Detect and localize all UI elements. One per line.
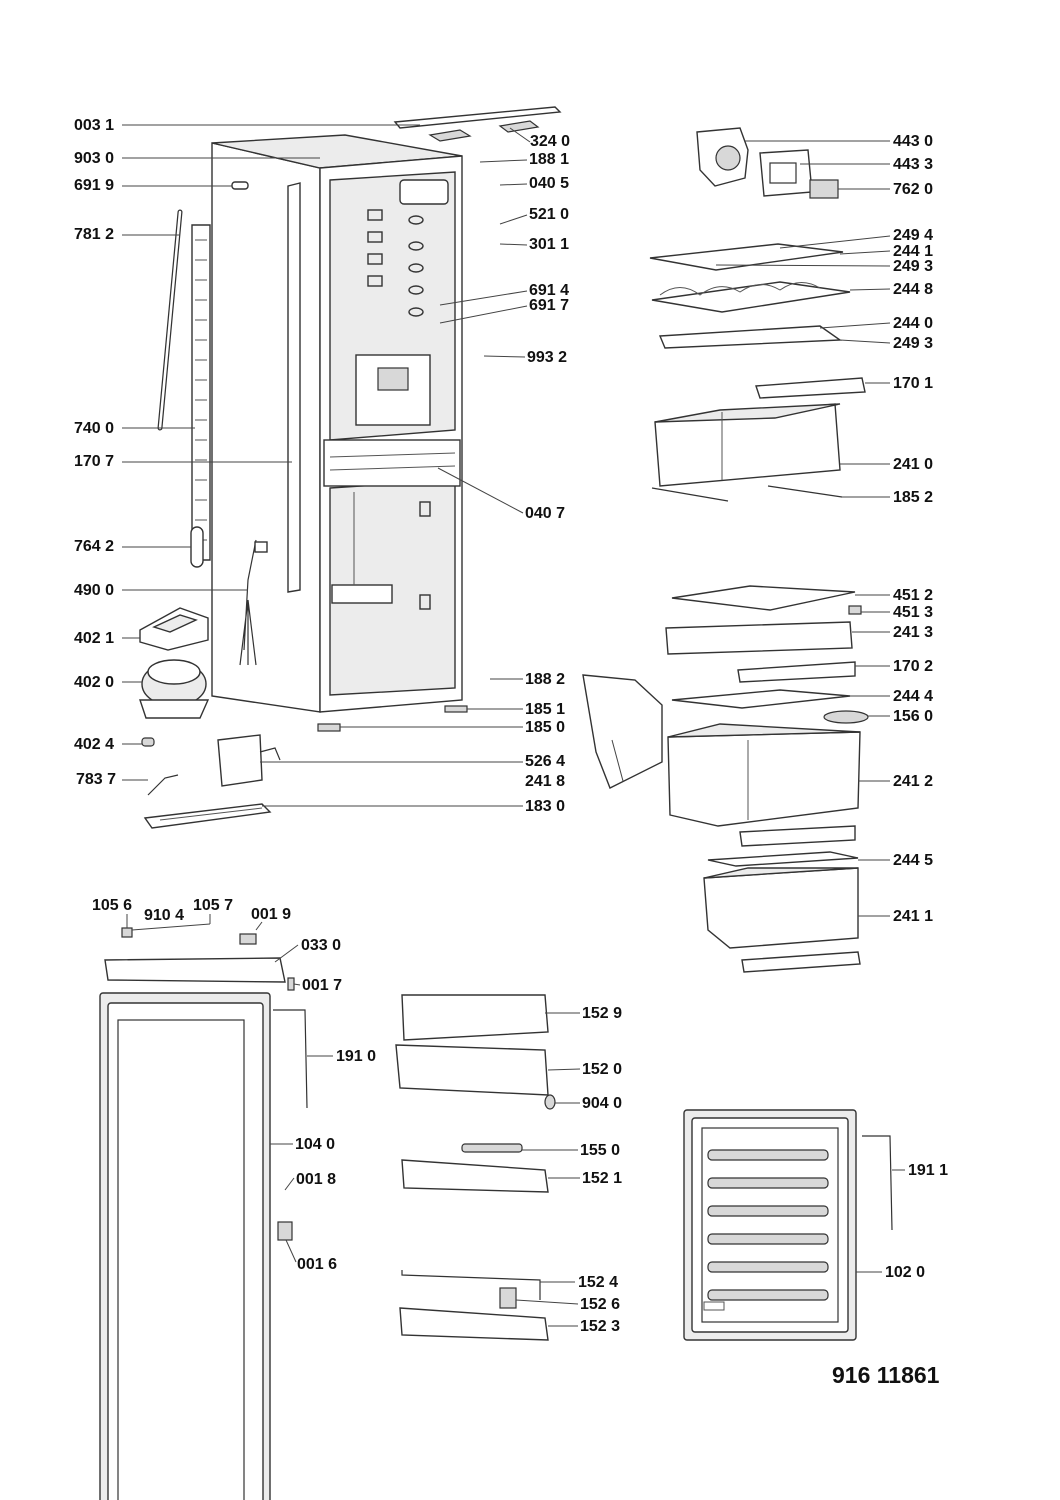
part-label-691-7: 691 7: [529, 297, 570, 314]
part-label-152-1: 152 1: [582, 1170, 623, 1187]
part-label-040-5: 040 5: [529, 175, 570, 192]
part-label-001-9: 001 9: [251, 906, 292, 923]
part-label-003-1: 003 1: [74, 117, 115, 134]
part-label-451-2: 451 2: [893, 587, 934, 604]
part-label-691-9: 691 9: [74, 177, 115, 194]
part-label-001-6: 001 6: [297, 1256, 338, 1273]
part-label-183-0: 183 0: [525, 798, 566, 815]
part-label-156-0: 156 0: [893, 708, 934, 725]
part-label-443-3: 443 3: [893, 156, 934, 173]
part-label-244-1: 244 1: [893, 243, 934, 260]
part-label-152-9: 152 9: [582, 1005, 623, 1022]
part-label-526-4: 526 4: [525, 753, 566, 770]
part-label-241-3: 241 3: [893, 624, 934, 641]
part-label-324-0: 324 0: [530, 133, 571, 150]
document-number: 916 11861: [832, 1362, 940, 1388]
part-label-105-7: 105 7: [193, 897, 234, 914]
part-label-904-0: 904 0: [582, 1095, 623, 1112]
part-label-170-1: 170 1: [893, 375, 934, 392]
part-label-244-8: 244 8: [893, 281, 934, 298]
part-label-185-2: 185 2: [893, 489, 934, 506]
part-label-402-1: 402 1: [74, 630, 115, 647]
part-label-903-0: 903 0: [74, 150, 115, 167]
part-label-152-4: 152 4: [578, 1274, 619, 1291]
part-label-241-0: 241 0: [893, 456, 934, 473]
part-label-249-4: 249 4: [893, 227, 934, 244]
part-label-241-8: 241 8: [525, 773, 566, 790]
part-label-105-6: 105 6: [92, 897, 133, 914]
part-label-443-0: 443 0: [893, 133, 934, 150]
part-label-451-3: 451 3: [893, 604, 934, 621]
part-label-402-4: 402 4: [74, 736, 115, 753]
cabinet-drawing: [211, 106, 562, 713]
part-label-244-0: 244 0: [893, 315, 934, 332]
part-label-249-3-b: 249 3: [893, 335, 934, 352]
door-left-drawing: [99, 927, 308, 1500]
part-label-244-5: 244 5: [893, 852, 934, 869]
part-label-783-7: 783 7: [76, 771, 117, 788]
part-label-152-6: 152 6: [580, 1296, 621, 1313]
part-label-033-0: 033 0: [301, 937, 342, 954]
part-label-102-0: 102 0: [885, 1264, 926, 1281]
part-label-241-1: 241 1: [893, 908, 934, 925]
part-label-152-0: 152 0: [582, 1061, 623, 1078]
part-label-191-0: 191 0: [336, 1048, 377, 1065]
part-label-249-3-a: 249 3: [893, 258, 934, 275]
part-label-762-0: 762 0: [893, 181, 934, 198]
part-label-185-0: 185 0: [525, 719, 566, 736]
leader-lines: [122, 124, 905, 1327]
part-label-001-8: 001 8: [296, 1171, 337, 1188]
part-label-490-0: 490 0: [74, 582, 115, 599]
part-label-910-4: 910 4: [144, 907, 185, 924]
interior-parts-drawing: [582, 127, 869, 973]
side-parts-drawing: [139, 181, 468, 829]
part-label-521-0: 521 0: [529, 206, 570, 223]
part-label-155-0: 155 0: [580, 1142, 621, 1159]
door-right-drawing: [683, 1109, 893, 1341]
part-label-241-2: 241 2: [893, 773, 934, 790]
part-label-104-0: 104 0: [295, 1136, 336, 1153]
part-label-188-2: 188 2: [525, 671, 566, 688]
part-label-402-0: 402 0: [74, 674, 115, 691]
part-label-152-3: 152 3: [580, 1318, 621, 1335]
part-label-170-7: 170 7: [74, 453, 115, 470]
part-label-691-4: 691 4: [529, 282, 570, 299]
part-label-188-1: 188 1: [529, 151, 570, 168]
part-label-764-2: 764 2: [74, 538, 115, 555]
part-label-244-4: 244 4: [893, 688, 934, 705]
part-label-001-7: 001 7: [302, 977, 343, 994]
part-label-185-1: 185 1: [525, 701, 566, 718]
door-shelves-drawing: [395, 994, 556, 1341]
part-label-191-1: 191 1: [908, 1162, 949, 1179]
part-label-740-0: 740 0: [74, 420, 115, 437]
part-label-170-2: 170 2: [893, 658, 934, 675]
part-label-040-7: 040 7: [525, 505, 566, 522]
part-label-781-2: 781 2: [74, 226, 115, 243]
part-label-301-1: 301 1: [529, 236, 570, 253]
part-label-993-2: 993 2: [527, 349, 568, 366]
